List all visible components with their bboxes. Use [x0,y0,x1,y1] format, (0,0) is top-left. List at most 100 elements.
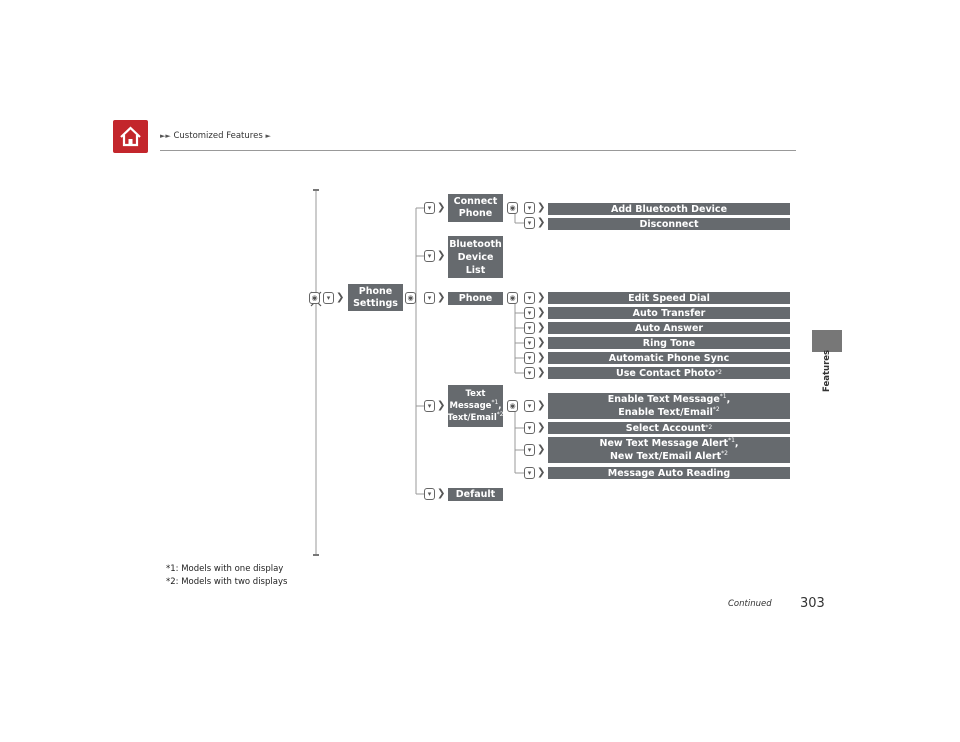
text-line2-sup: *1 [491,399,499,407]
menu-message-auto-reading[interactable]: Message Auto Reading [548,467,790,479]
menu-new-text-message-alert[interactable]: New Text Message Alert*1, New Text/Email… [548,437,790,463]
default-label: Default [455,489,496,500]
press-knob-icon: ▾ [323,292,334,304]
menu-ring-tone[interactable]: Ring Tone [548,337,790,349]
breadcrumb-title[interactable]: Customized Features [173,131,263,141]
arrow-right-icon: ❯ [537,422,546,433]
press-knob-icon: ▾ [524,202,535,214]
auto-transfer-label: Auto Transfer [632,307,706,319]
menu-select-account[interactable]: Select Account*2 [548,422,790,434]
enable-text-message-sup: *1 [719,392,727,400]
press-knob-icon: ▾ [524,444,535,456]
press-knob-icon: ▾ [424,400,435,412]
menu-text-message[interactable]: Text Message*1, Text/Email*2 [447,385,504,427]
text-line3-sup: *2 [496,411,504,419]
home-icon [120,126,141,147]
breadcrumb-arrows: ►► [160,132,171,140]
use-contact-photo-label: Use Contact Photo [616,367,716,379]
press-knob-icon: ▾ [524,367,535,379]
enable-text-sep: , [726,394,731,405]
menu-auto-answer[interactable]: Auto Answer [548,322,790,334]
arrow-right-icon: ❯ [537,292,546,303]
menu-default[interactable]: Default [448,488,503,501]
press-knob-icon: ▾ [524,322,535,334]
menu-use-contact-photo[interactable]: Use Contact Photo*2 [548,367,790,379]
ring-tone-label: Ring Tone [642,337,696,349]
new-text-alert-sep: , [734,438,739,449]
arrow-right-icon: ❯ [437,400,446,411]
breadcrumb[interactable]: ►► Customized Features ► [160,131,271,141]
press-knob-icon: ▾ [424,292,435,304]
menu-automatic-phone-sync[interactable]: Automatic Phone Sync [548,352,790,364]
press-knob-icon: ▾ [424,202,435,214]
select-knob-icon: ◉ [405,292,416,304]
header-rule [160,150,796,151]
select-knob-icon: ◉ [507,202,518,214]
arrow-right-icon: ❯ [537,307,546,318]
bluetooth-line2: Device [457,251,494,263]
arrow-right-icon: ❯ [437,250,446,261]
arrow-right-icon: ❯ [537,337,546,348]
text-line3: Text/Email [447,413,497,423]
footnote-2: *2: Models with two displays [166,576,288,587]
select-knob-icon: ◉ [309,292,320,304]
arrow-right-icon: ❯ [537,367,546,378]
menu-auto-transfer[interactable]: Auto Transfer [548,307,790,319]
message-auto-reading-label: Message Auto Reading [607,467,731,479]
phone-settings-line1: Phone [358,285,393,297]
add-bluetooth-device-label: Add Bluetooth Device [610,203,728,215]
menu-disconnect[interactable]: Disconnect [548,218,790,230]
new-text-message-alert-sup: *1 [728,436,735,444]
auto-answer-label: Auto Answer [634,322,704,334]
press-knob-icon: ▾ [524,217,535,229]
continued-label: Continued [728,599,772,609]
select-account-label: Select Account [625,422,706,434]
menu-enable-text-message[interactable]: Enable Text Message*1, Enable Text/Email… [548,393,790,419]
arrow-right-icon: ❯ [437,292,446,303]
press-knob-icon: ▾ [524,422,535,434]
side-tab-marker [812,330,842,352]
press-knob-icon: ▾ [424,250,435,262]
arrow-right-icon: ❯ [537,467,546,478]
menu-edit-speed-dial[interactable]: Edit Speed Dial [548,292,790,304]
footnote-1: *1: Models with one display [166,564,284,574]
new-text-email-alert-label: New Text/Email Alert [609,451,722,462]
menu-add-bluetooth-device[interactable]: Add Bluetooth Device [548,203,790,215]
arrow-right-icon: ❯ [437,488,446,499]
text-line2: Message [449,401,492,411]
automatic-phone-sync-label: Automatic Phone Sync [608,352,730,364]
press-knob-icon: ▾ [424,488,435,500]
arrow-right-icon: ❯ [537,352,546,363]
edit-speed-dial-label: Edit Speed Dial [628,292,710,304]
new-text-email-alert-sup: *2 [721,449,728,457]
page-number: 303 [800,596,825,611]
phone-label: Phone [458,293,493,304]
bluetooth-line3: List [465,264,486,276]
arrow-right-icon: ❯ [537,217,546,228]
home-button[interactable] [113,120,148,153]
new-text-message-alert-label: New Text Message Alert [599,438,729,449]
press-knob-icon: ▾ [524,352,535,364]
disconnect-label: Disconnect [639,218,699,230]
arrow-right-icon: ❯ [437,202,446,213]
arrow-right-icon: ❯ [336,292,345,303]
press-knob-icon: ▾ [524,400,535,412]
connect-phone-line2: Phone [458,208,493,219]
text-sep: , [498,401,502,411]
phone-settings-line2: Settings [353,297,398,309]
menu-phone[interactable]: Phone [448,292,503,305]
arrow-right-icon: ❯ [537,444,546,455]
enable-text-email-sup: *2 [712,405,720,413]
enable-text-message-label: Enable Text Message [607,394,720,405]
arrow-right-icon: ❯ [537,322,546,333]
arrow-right-icon: ❯ [537,202,546,213]
press-knob-icon: ▾ [524,467,535,479]
footnotes: *1: Models with one display *2: Models w… [166,563,287,588]
press-knob-icon: ▾ [524,307,535,319]
connect-phone-line1: Connect [453,196,498,207]
